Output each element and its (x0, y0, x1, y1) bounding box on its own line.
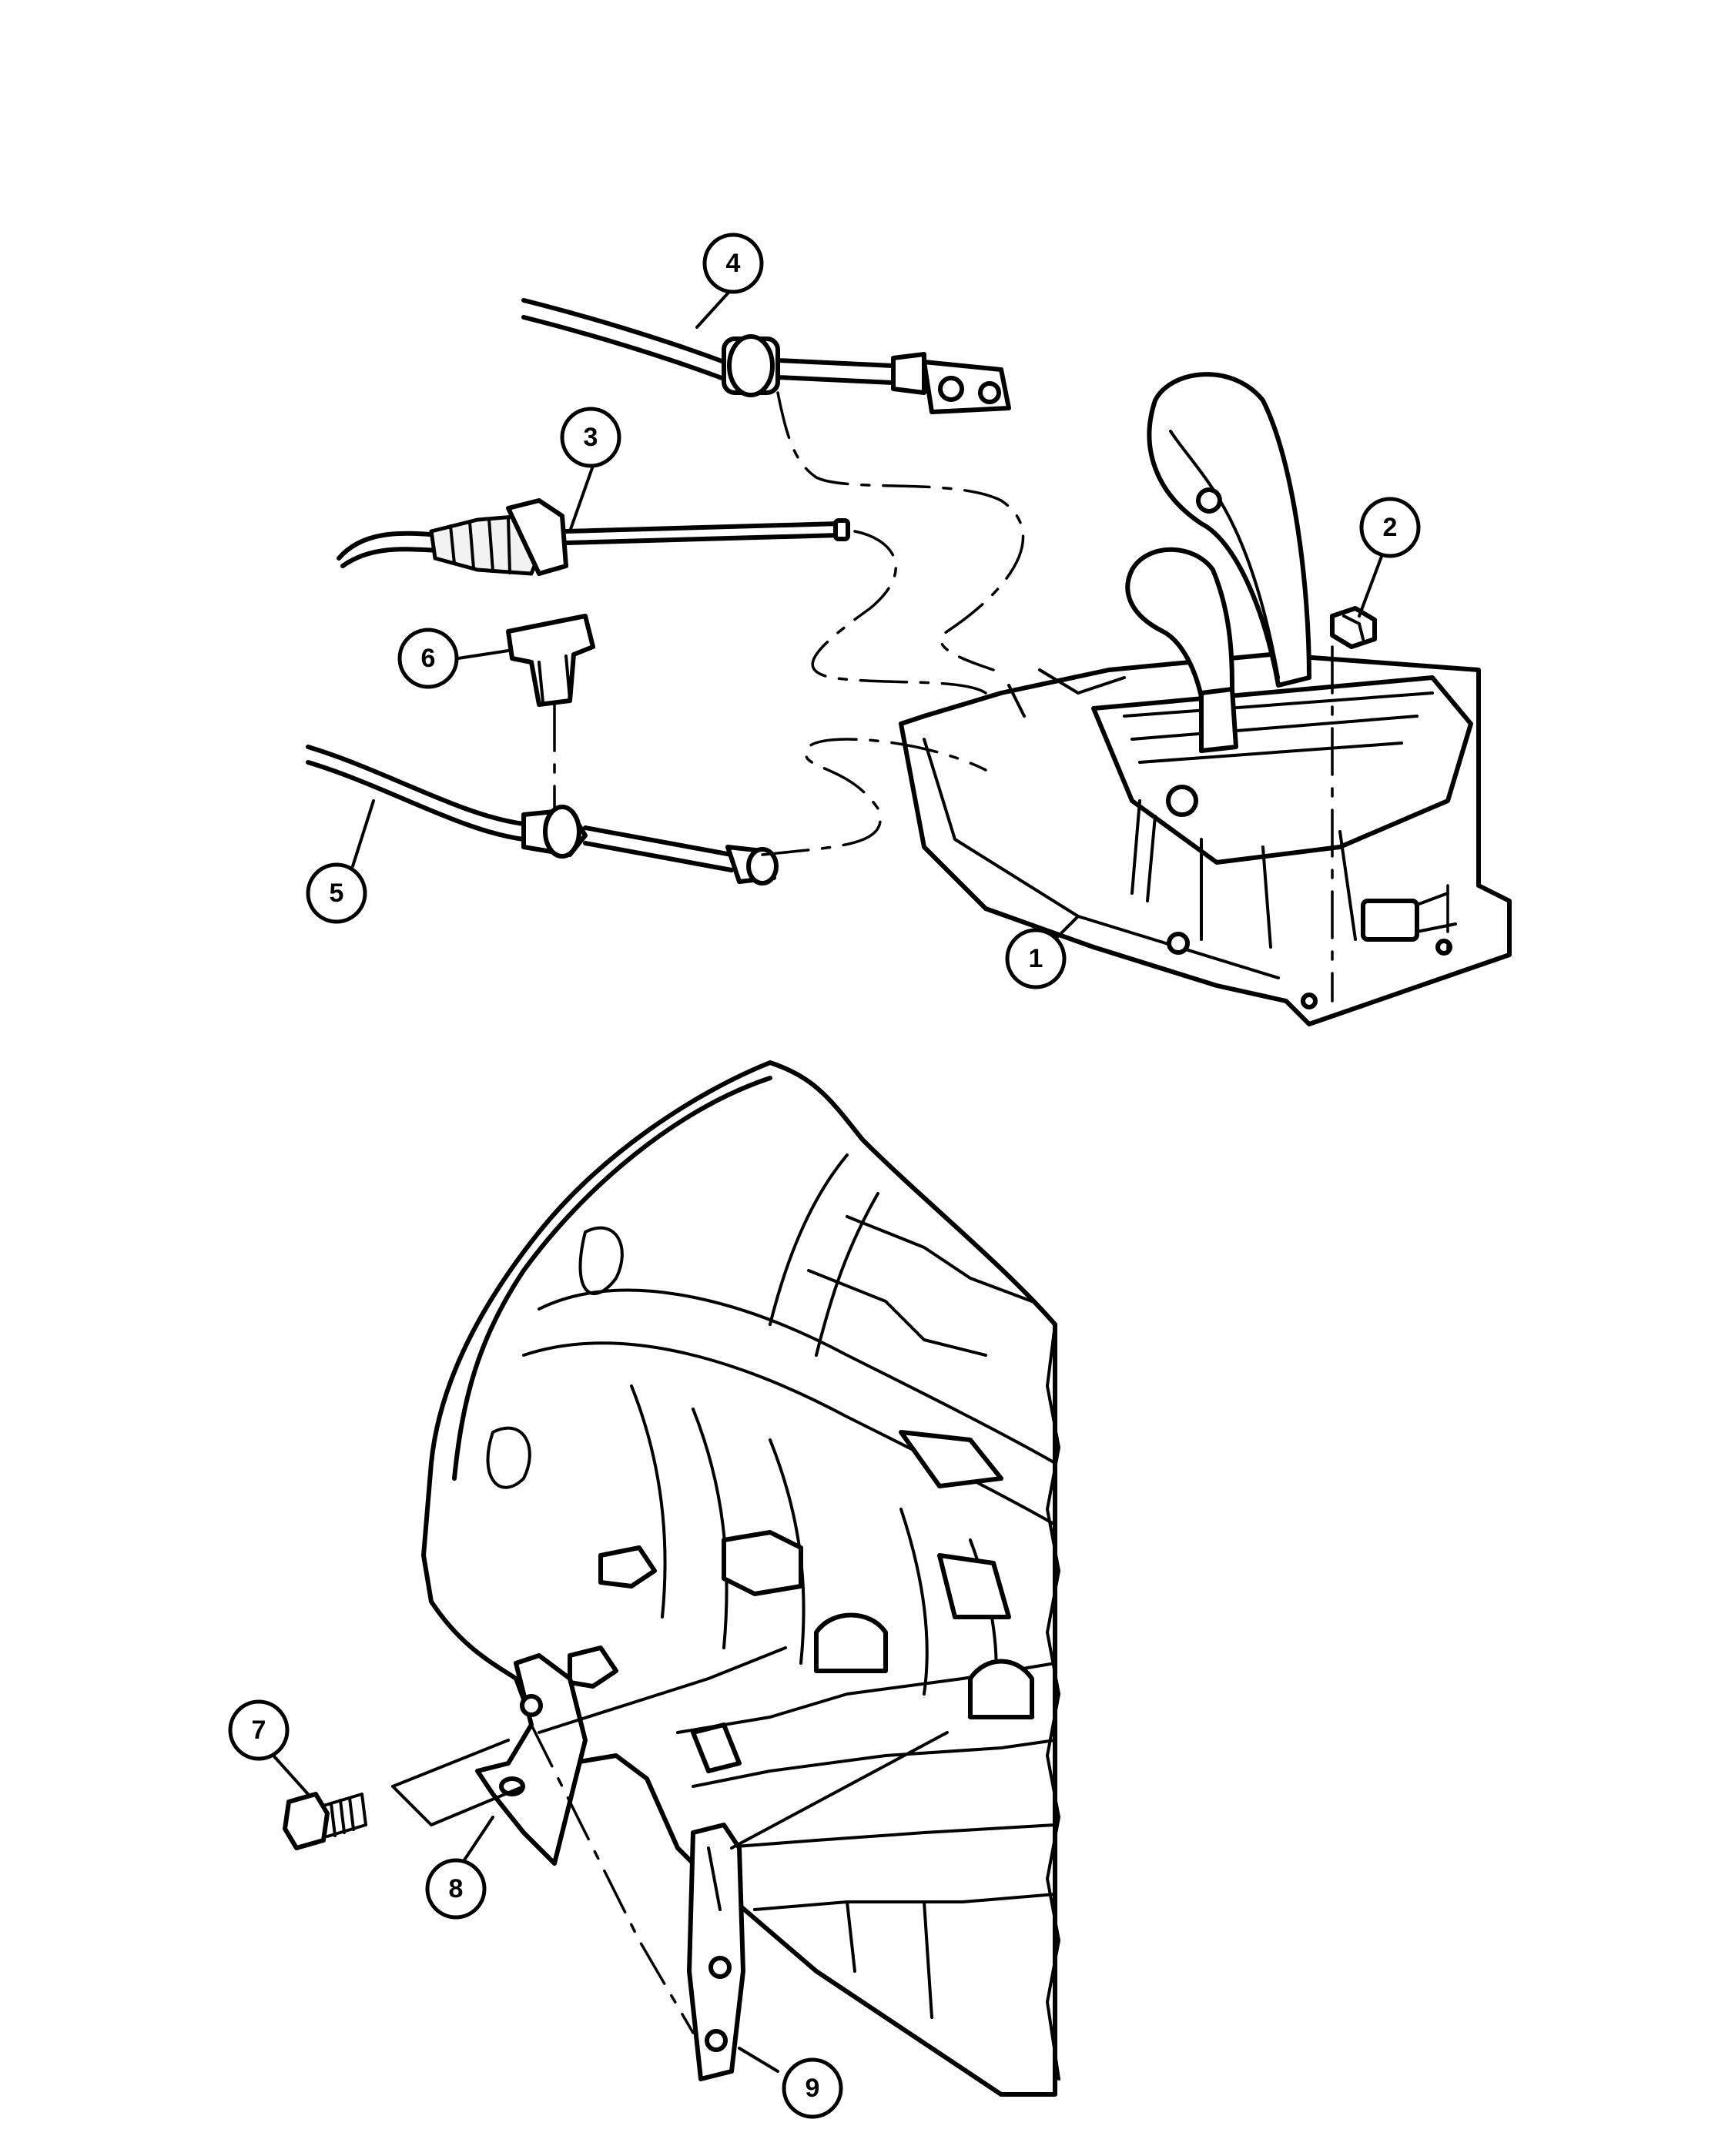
leader-lines (272, 283, 1384, 2073)
transmission-illustration (421, 1060, 1060, 2097)
cable-4-illustration (521, 298, 1011, 414)
shifter-assembly-illustration (899, 372, 1512, 1026)
callout-6-label: 6 (421, 644, 436, 673)
callout-9: 9 (782, 2057, 843, 2119)
clip-6-illustration (506, 614, 595, 707)
callout-2: 2 (1359, 497, 1421, 558)
callout-2-label: 2 (1383, 513, 1398, 542)
callout-7-label: 7 (252, 1716, 266, 1745)
callout-7: 7 (228, 1699, 290, 1761)
callout-1-label: 1 (1029, 944, 1043, 973)
nut-2-illustration (1330, 606, 1377, 649)
bracket-9-illustration (687, 1823, 745, 2081)
callout-4: 4 (702, 233, 764, 294)
bolt-7-illustration (283, 1792, 367, 1850)
cable-3-illustration (337, 498, 850, 576)
callout-3: 3 (560, 407, 621, 468)
callout-9-label: 9 (806, 2074, 820, 2103)
callout-5: 5 (306, 862, 367, 924)
callout-5-label: 5 (330, 879, 344, 908)
routing-lines (530, 391, 1449, 2034)
callout-8: 8 (425, 1858, 487, 1920)
callout-4-label: 4 (726, 249, 741, 278)
callout-6: 6 (397, 628, 459, 689)
callout-8-label: 8 (449, 1874, 464, 1903)
callout-3-label: 3 (584, 423, 598, 452)
callout-1: 1 (1005, 928, 1067, 989)
bracket-8-illustration (475, 1653, 588, 1866)
cable-5-illustration (306, 745, 779, 886)
